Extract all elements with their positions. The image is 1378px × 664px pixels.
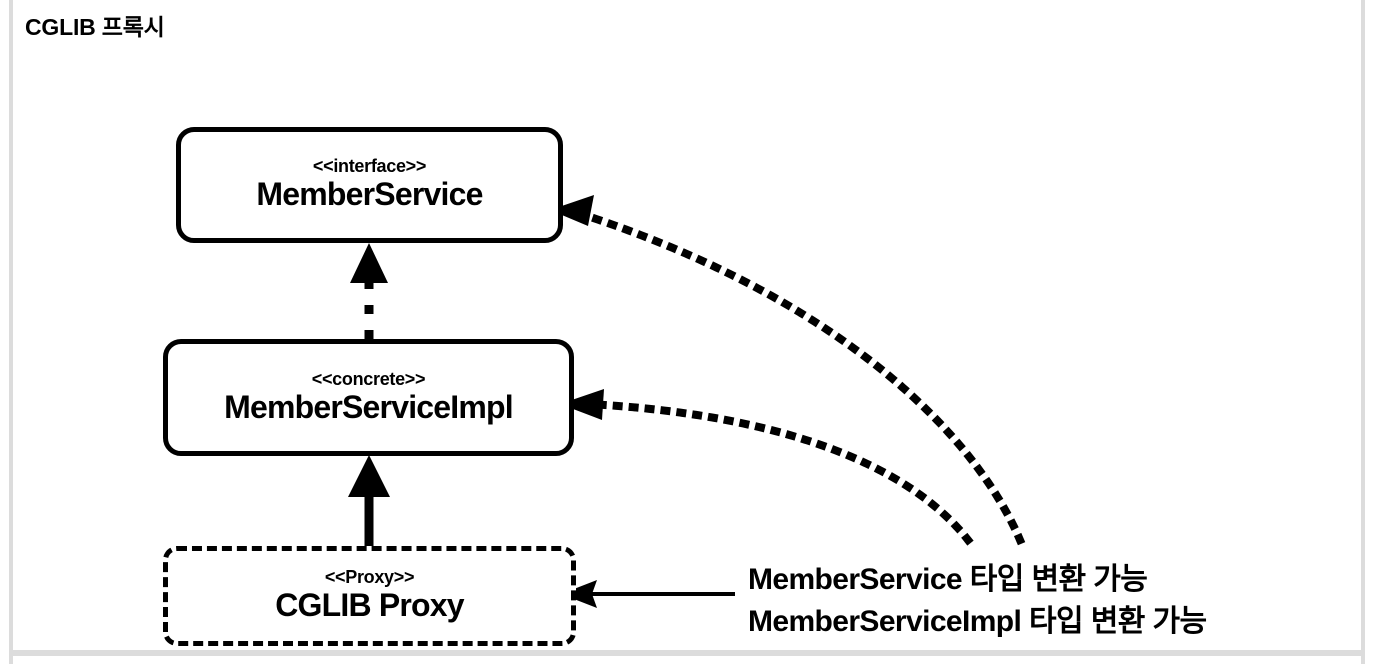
diagram-title: CGLIB 프록시 xyxy=(25,14,165,40)
annotation-memberserviceimpl-cast: MemberServiceImpl 타입 변환 가능 xyxy=(748,605,1207,638)
stereotype-label: <<concrete>> xyxy=(311,368,426,389)
edge-cast-to-memberservice xyxy=(550,195,1026,546)
edge-inheritance-proxy-to-concrete xyxy=(348,455,390,548)
page-left-rule xyxy=(9,0,13,664)
annotation-memberservice-cast: MemberService 타입 변환 가능 xyxy=(748,563,1148,596)
diagram-canvas: CGLIB 프록시 xyxy=(13,0,1361,650)
uml-node-memberserviceimpl-concrete[interactable]: <<concrete>> MemberServiceImpl xyxy=(163,339,574,456)
class-name-label: MemberServiceImpl xyxy=(224,388,514,425)
class-name-label: MemberService xyxy=(256,176,483,213)
uml-node-memberservice-interface[interactable]: <<interface>> MemberService xyxy=(176,127,563,243)
class-name-label: CGLIB Proxy xyxy=(275,587,464,624)
uml-node-cglib-proxy[interactable]: <<Proxy>> CGLIB Proxy xyxy=(163,546,576,646)
edge-cast-to-memberserviceimpl xyxy=(560,389,974,546)
edge-pointer-to-proxy xyxy=(561,580,735,608)
edge-realization-concrete-to-interface xyxy=(350,243,388,339)
page-right-rule xyxy=(1361,0,1365,664)
stereotype-label: <<interface>> xyxy=(312,156,427,177)
page-bottom-rule xyxy=(9,650,1365,656)
stereotype-label: <<Proxy>> xyxy=(324,567,415,588)
